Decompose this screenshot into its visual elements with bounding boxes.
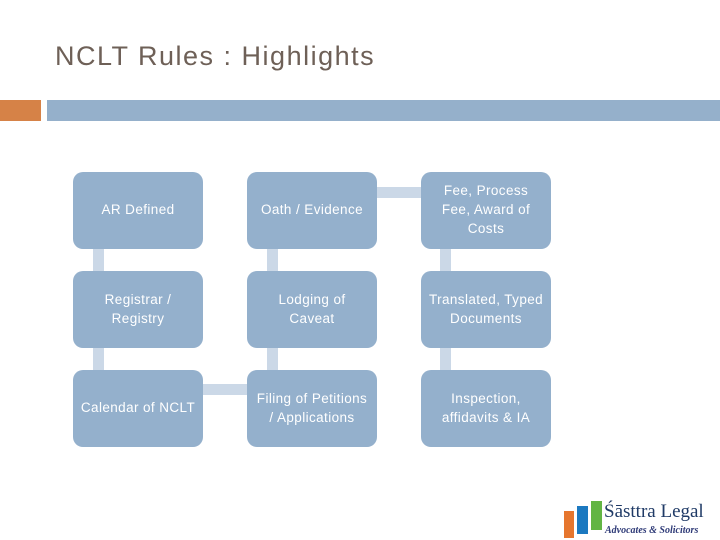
header-rule-blue xyxy=(47,100,720,121)
slide-title: NCLT Rules : Highlights xyxy=(55,41,376,71)
company-logo: Śāsttra Legal Advocates & Solicitors xyxy=(560,498,720,540)
logo-bar-orange xyxy=(564,511,574,538)
logo-bar-blue xyxy=(577,506,588,534)
connector-horizontal-row1-col2-3 xyxy=(377,187,421,198)
connector-vertical-col3-row2-3 xyxy=(440,348,451,370)
connector-vertical-col3-row1-2 xyxy=(440,249,451,271)
logo-name: Śāsttra Legal xyxy=(604,501,704,522)
logo-tagline: Advocates & Solicitors xyxy=(605,525,699,536)
flow-box-ar-defined: AR Defined xyxy=(73,172,203,249)
connector-vertical-col1-row1-2 xyxy=(93,249,104,271)
flow-box-oath-evidence: Oath / Evidence xyxy=(247,172,377,249)
flow-box-lodging-caveat: Lodging of Caveat xyxy=(247,271,377,348)
flow-box-filing-petitions: Filing of Petitions / Applications xyxy=(247,370,377,447)
connector-vertical-col1-row2-3 xyxy=(93,348,104,370)
flow-box-translated-docs: Translated, Typed Documents xyxy=(421,271,551,348)
connector-vertical-col2-row2-3 xyxy=(267,348,278,370)
flow-box-registrar: Registrar / Registry xyxy=(73,271,203,348)
logo-bar-green xyxy=(591,501,602,530)
connector-horizontal-row3-col1-2 xyxy=(203,384,247,395)
header-accent-orange xyxy=(0,100,41,121)
connector-vertical-col2-row1-2 xyxy=(267,249,278,271)
flow-box-calendar-nclt: Calendar of NCLT xyxy=(73,370,203,447)
flow-box-fee-process: Fee, Process Fee, Award of Costs xyxy=(421,172,551,249)
flow-box-inspection-ia: Inspection, affidavits & IA xyxy=(421,370,551,447)
